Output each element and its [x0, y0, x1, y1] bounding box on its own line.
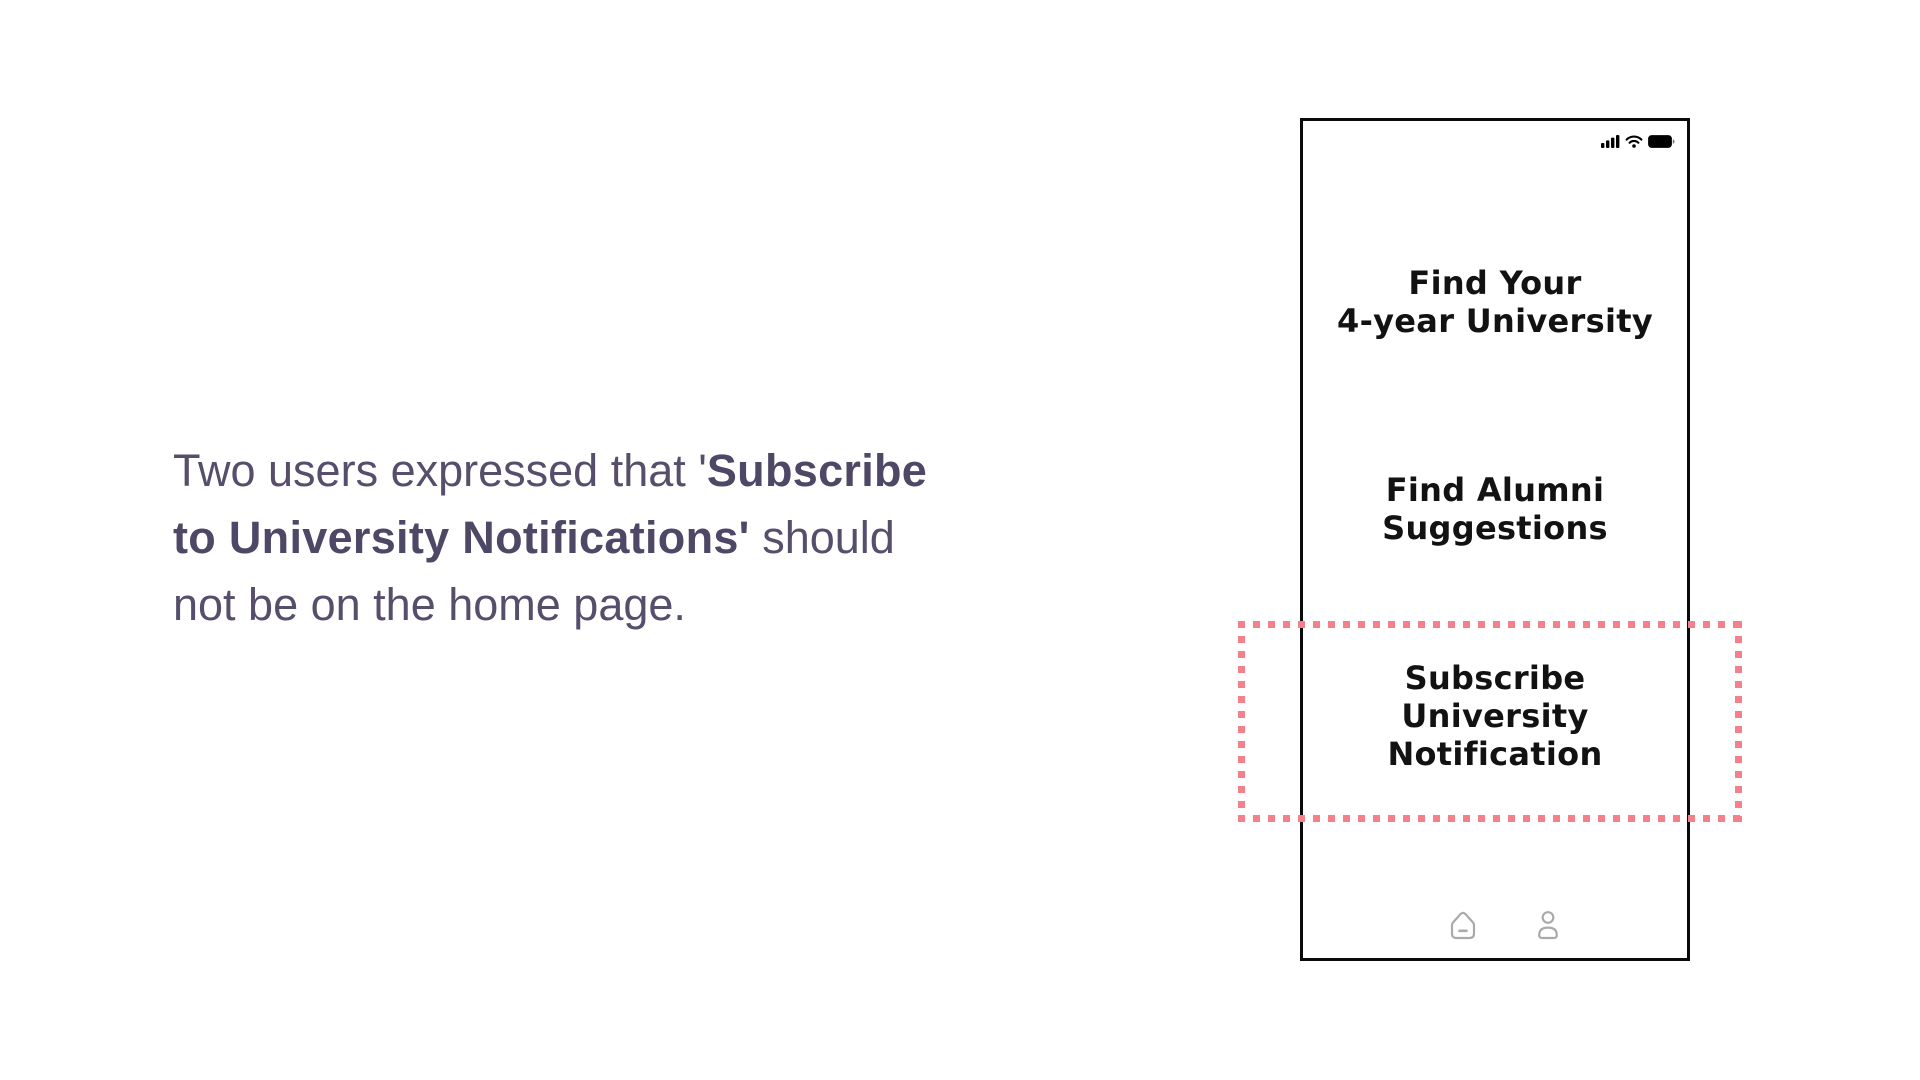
- annotation-text: should: [749, 512, 895, 563]
- cellular-signal-icon: [1601, 135, 1620, 148]
- menu-item-label-line: Find Alumni: [1385, 471, 1605, 509]
- annotation-line-1: Two users expressed that 'Subscribe: [173, 437, 927, 504]
- home-nav-button[interactable]: [1448, 908, 1478, 948]
- annotation-note: Two users expressed that 'Subscribe to U…: [173, 437, 927, 638]
- menu-item-label-line: Notification: [1387, 735, 1603, 773]
- profile-nav-button[interactable]: [1536, 910, 1560, 947]
- menu-item-subscribe-notification[interactable]: Subscribe University Notification: [1303, 659, 1687, 773]
- phone-mockup: Find Your 4-year University Find Alumni …: [1300, 118, 1690, 961]
- status-bar: [1601, 132, 1675, 150]
- annotation-bold-text: Subscribe: [706, 445, 928, 496]
- menu-item-label-line: Find Your: [1408, 264, 1582, 302]
- annotation-line-2: to University Notifications' should: [173, 504, 927, 571]
- dashed-edge-left: [1238, 621, 1245, 822]
- annotation-bold-text: to University Notifications': [173, 512, 750, 563]
- annotation-text: Two users expressed that ': [173, 445, 707, 496]
- menu-item-find-university[interactable]: Find Your 4-year University: [1303, 264, 1687, 340]
- menu-item-label-line: Suggestions: [1382, 509, 1608, 547]
- menu-item-label-line: 4-year University: [1337, 302, 1653, 340]
- home-icon: [1450, 911, 1476, 940]
- menu-item-find-alumni[interactable]: Find Alumni Suggestions: [1303, 471, 1687, 547]
- menu-item-label-line: University: [1401, 697, 1589, 735]
- menu-item-label-line: Subscribe: [1404, 659, 1586, 697]
- profile-icon: [1538, 911, 1558, 940]
- battery-icon: [1648, 134, 1675, 148]
- wifi-icon: [1625, 135, 1643, 148]
- annotation-line-3: not be on the home page.: [173, 571, 927, 638]
- dashed-edge-right: [1735, 621, 1742, 822]
- annotation-text: not be on the home page.: [173, 579, 686, 630]
